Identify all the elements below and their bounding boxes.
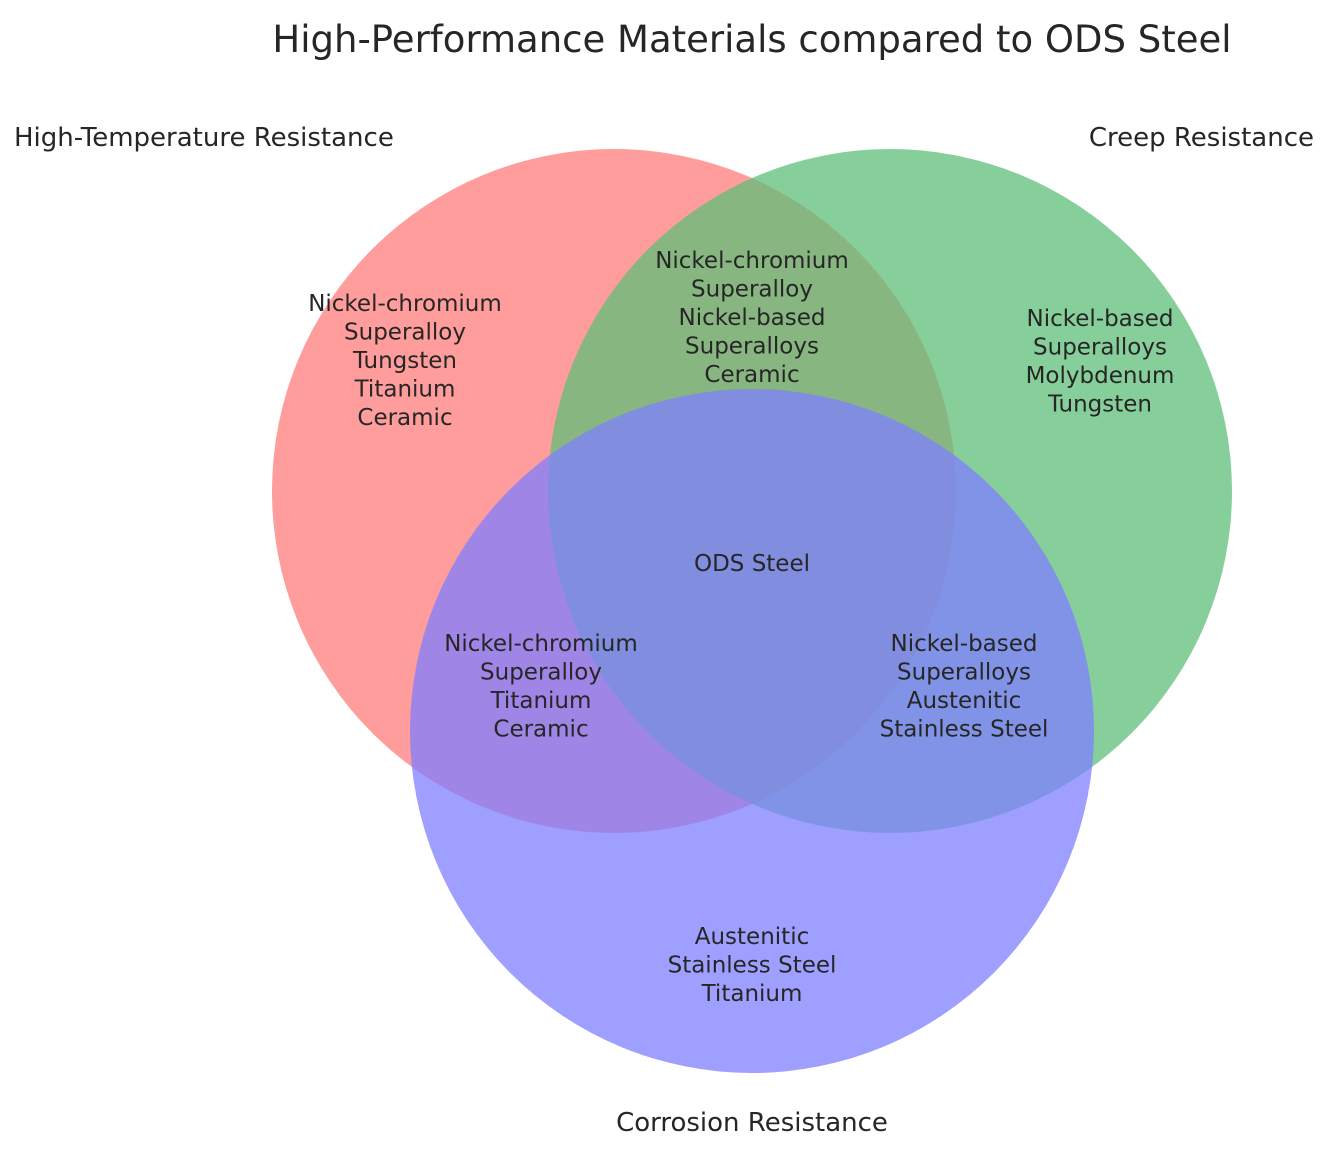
circle-corrosion [410, 389, 1094, 1073]
region-high-temperature-creep-line: Superalloys [685, 334, 819, 360]
region-creep-corrosion-line: Nickel-based [890, 631, 1037, 657]
region-high-temperature-corrosion-line: Ceramic [493, 717, 588, 743]
region-creep-only-line: Superalloys [1033, 335, 1167, 361]
venn-circles [272, 149, 1232, 1073]
region-high-temperature-creep-line: Nickel-chromium [655, 248, 849, 274]
region-high-temperature-only-line: Superalloy [344, 320, 466, 346]
set-label-corrosion: Corrosion Resistance [616, 1108, 888, 1138]
region-all-three: ODS Steel [694, 551, 810, 577]
region-high-temperature-only-line: Nickel-chromium [308, 291, 502, 317]
region-high-temperature-creep-line: Superalloy [691, 277, 813, 303]
set-label-creep: Creep Resistance [1089, 123, 1314, 153]
region-high-temperature-corrosion-line: Nickel-chromium [444, 631, 638, 657]
set-label-high-temperature: High-Temperature Resistance [14, 123, 394, 153]
diagram-title: High-Performance Materials compared to O… [272, 18, 1231, 61]
region-corrosion-only-line: Stainless Steel [668, 953, 837, 979]
region-creep-only-line: Nickel-based [1026, 306, 1173, 332]
region-high-temperature-only-line: Titanium [354, 377, 456, 403]
region-high-temperature-corrosion-line: Titanium [490, 688, 592, 714]
region-creep-corrosion-line: Superalloys [897, 660, 1031, 686]
region-corrosion-only-line: Austenitic [695, 924, 809, 950]
region-creep-only-line: Molybdenum [1026, 363, 1175, 389]
region-corrosion-only-line: Titanium [701, 981, 803, 1007]
region-high-temperature-corrosion-line: Superalloy [480, 660, 602, 686]
region-creep-corrosion-line: Austenitic [907, 688, 1021, 714]
region-high-temperature-creep-line: Nickel-based [678, 305, 825, 331]
region-creep-only-line: Tungsten [1047, 392, 1152, 418]
region-high-temperature-only-line: Ceramic [357, 405, 452, 431]
region-high-temperature-creep-line: Ceramic [704, 362, 799, 388]
region-creep-corrosion-line: Stainless Steel [880, 717, 1049, 743]
region-all-three-line: ODS Steel [694, 551, 810, 577]
region-high-temperature-only-line: Tungsten [352, 348, 457, 374]
